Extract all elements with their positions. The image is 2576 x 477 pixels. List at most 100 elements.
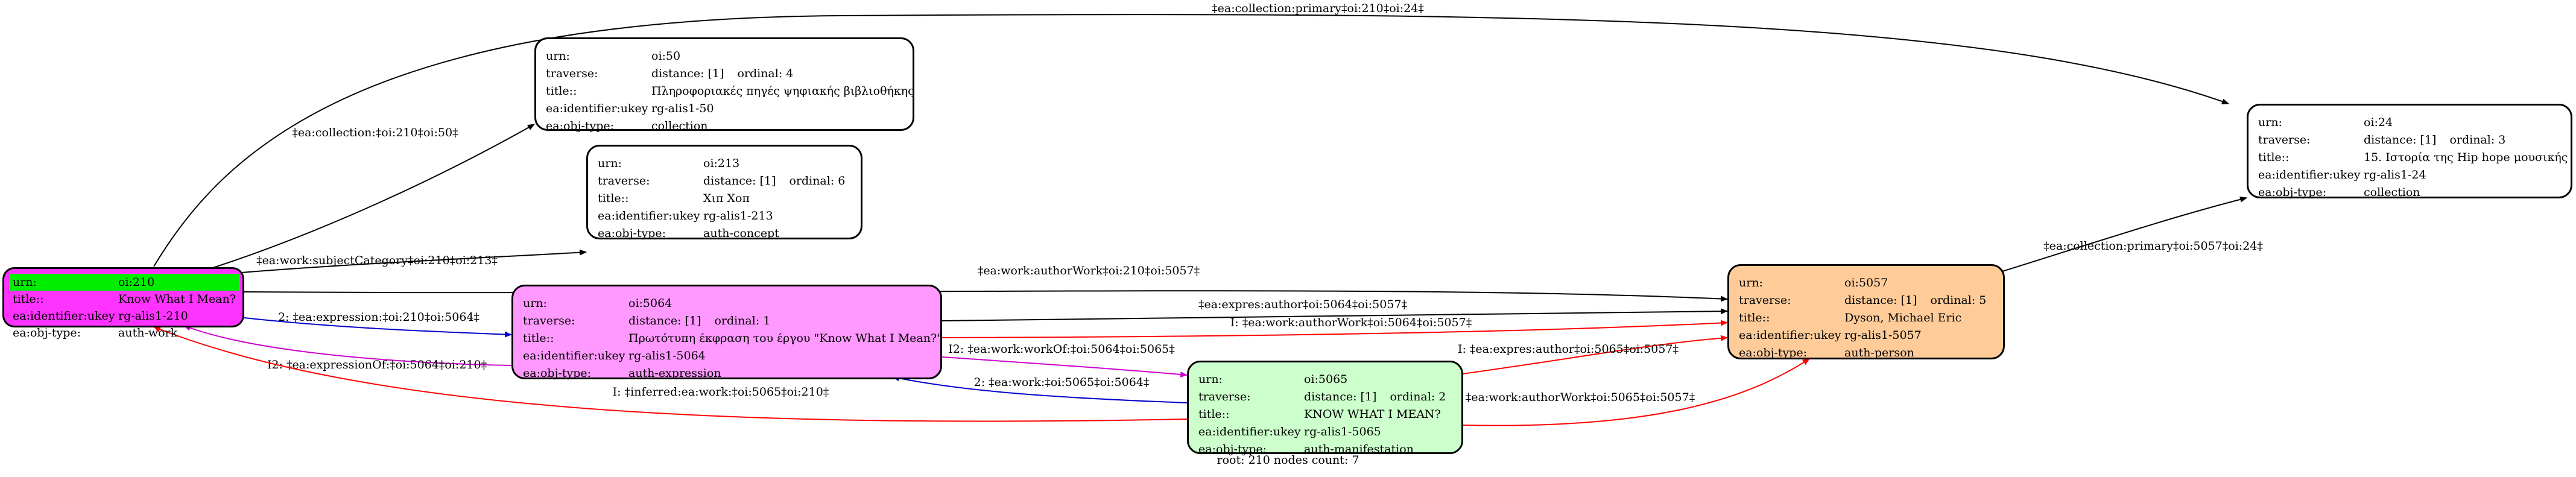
node-oi-50[interactable]: urn: oi:50 traverse: distance: [1]ordina… <box>534 37 914 133</box>
key-objtype: ea:obj-type: <box>1198 443 1267 456</box>
node-oi-5065-objtype-row: ea:obj-type: auth-manifestation <box>1198 441 1452 458</box>
value-distance: distance: [1] <box>703 174 776 188</box>
node-oi-24[interactable]: urn: oi:24 traverse: distance: [1]ordina… <box>2247 104 2572 201</box>
node-oi-5064[interactable]: urn: oi:5064 traverse: distance: [1]ordi… <box>511 285 942 380</box>
edge-e6: I2: ‡ea:expressionOf:‡oi:5064‡oi:210‡ <box>183 325 512 371</box>
node-oi-5065-title-row: title:: KNOW WHAT I MEAN? <box>1198 406 1452 423</box>
key-title: title:: <box>598 192 629 205</box>
key-urn: urn: <box>1198 373 1223 386</box>
key-urn: urn: <box>13 276 37 289</box>
key-identifier: ea:identifier:ukey <box>2258 168 2361 182</box>
value-identifier: rg-alis1-213 <box>703 209 773 223</box>
value-distance: distance: [1] <box>651 67 724 80</box>
value-title: Dyson, Michael Eric <box>1844 311 1962 324</box>
node-oi-210[interactable]: urn: oi:210 title:: Know What I Mean? ea… <box>2 267 244 340</box>
edge-e7-label: ‡ea:collection:primary‡oi:5057‡oi:24‡ <box>2043 239 2263 253</box>
value-urn: oi:213 <box>703 157 740 170</box>
value-title: 15. Ιστορία της Hip hope μουσικής <box>2364 151 2568 164</box>
node-oi-210-title-row: title:: Know What I Mean? <box>13 291 236 308</box>
graph-footer: root: 210 nodes count: 7 <box>1217 453 1359 467</box>
node-oi-213-identifier-row: ea:identifier:ukey rg-alis1-213 <box>598 207 851 225</box>
node-oi-24-objtype-row: ea:obj-type: collection <box>2258 184 2561 201</box>
key-traverse: traverse: <box>1739 294 1791 307</box>
node-oi-5064-identifier-row: ea:identifier:ukey rg-alis1-5064 <box>523 347 931 365</box>
value-title: Πληροφοριακές πηγές ψηφιακής βιβλιοθήκης <box>651 84 914 98</box>
edge-e4-label: ‡ea:work:authorWork‡oi:210‡oi:5057‡ <box>978 264 1200 277</box>
node-oi-5057[interactable]: urn: oi:5057 traverse: distance: [1]ordi… <box>1727 264 2005 359</box>
key-traverse: traverse: <box>598 174 650 188</box>
key-identifier: ea:identifier:ukey <box>598 209 700 223</box>
value-urn: oi:50 <box>651 49 681 63</box>
value-traverse: distance: [1]ordinal: 4 <box>651 65 793 83</box>
value-distance: distance: [1] <box>628 314 701 327</box>
value-identifier: rg-alis1-5057 <box>1844 329 1922 342</box>
value-distance: distance: [1] <box>1844 294 1917 307</box>
node-oi-5064-urn-row: urn: oi:5064 <box>523 295 931 312</box>
edge-e13-line <box>1462 335 1728 374</box>
value-ordinal: ordinal: 6 <box>789 174 846 188</box>
value-ordinal: ordinal: 2 <box>1390 390 1446 403</box>
edge-e3: ‡ea:work:subjectCategory‡oi:210‡oi:213‡ <box>241 249 587 273</box>
key-title: title:: <box>523 332 554 345</box>
value-objtype: auth-concept <box>703 227 779 240</box>
value-objtype: collection <box>2364 186 2420 199</box>
edge-e9: I: ‡ea:work:authorWork‡oi:5064‡oi:5057‡ <box>941 316 1728 338</box>
node-oi-210-identifier-row: ea:identifier:ukey rg-alis1-210 <box>13 308 236 324</box>
value-identifier: rg-alis1-5065 <box>1304 425 1381 438</box>
edge-e7-line <box>2002 196 2247 272</box>
node-oi-5065[interactable]: urn: oi:5065 traverse: distance: [1]ordi… <box>1187 361 1463 456</box>
node-oi-5065-traverse-row: traverse: distance: [1]ordinal: 2 <box>1198 388 1452 406</box>
value-traverse: distance: [1] ordinal: 3 <box>2364 131 2505 149</box>
node-oi-5057-objtype-row: ea:obj-type: auth-person <box>1739 344 1993 362</box>
edge-e9-label: I: ‡ea:work:authorWork‡oi:5064‡oi:5057‡ <box>1230 316 1472 329</box>
key-identifier: ea:identifier:ukey <box>1739 329 1841 342</box>
value-ordinal: ordinal: 3 <box>2449 133 2506 147</box>
key-title: title:: <box>546 84 577 98</box>
node-oi-50-title-row: title:: Πληροφοριακές πηγές ψηφιακής βιβ… <box>546 83 914 100</box>
node-oi-50-traverse-row: traverse: distance: [1]ordinal: 4 <box>546 65 903 83</box>
key-objtype: ea:obj-type: <box>2258 186 2327 199</box>
node-oi-5065-identifier-row: ea:identifier:ukey rg-alis1-5065 <box>1198 423 1452 441</box>
edge-e11: 2: ‡ea:work:‡oi:5065‡oi:5064‡ <box>892 375 1188 403</box>
key-urn: urn: <box>546 49 570 63</box>
node-oi-5064-title-row: title:: Πρωτότυπη έκφραση του έργου "Kno… <box>523 330 942 347</box>
key-identifier: ea:identifier:ukey <box>1198 425 1301 438</box>
edge-e1-label: ‡ea:collection:primary‡oi:210‡oi:24‡ <box>1212 2 1424 15</box>
key-title: title:: <box>1739 311 1770 324</box>
node-oi-213-title-row: title:: Χιπ Χοπ <box>598 190 851 207</box>
edge-e7: ‡ea:collection:primary‡oi:5057‡oi:24‡ <box>2002 196 2263 272</box>
key-urn: urn: <box>2258 116 2282 129</box>
key-identifier: ea:identifier:ukey <box>546 102 648 115</box>
edge-e9-line <box>941 320 1728 338</box>
key-identifier: ea:identifier:ukey <box>13 309 115 323</box>
edge-e2: ‡ea:collection:‡oi:210‡oi:50‡ <box>210 124 535 269</box>
node-oi-213-urn-row: urn: oi:213 <box>598 155 851 172</box>
value-traverse: distance: [1]ordinal: 1 <box>628 312 770 330</box>
value-urn: oi:5065 <box>1304 373 1348 386</box>
node-oi-50-urn-row: urn: oi:50 <box>546 48 903 65</box>
edge-e13-label: I: ‡ea:expres:author‡oi:5065‡oi:5057‡ <box>1458 343 1679 356</box>
value-traverse: distance: [1] ordinal: 6 <box>703 172 845 190</box>
edge-e12-label: I: ‡inferred:ea:work:‡oi:5065‡oi:210‡ <box>613 385 829 399</box>
value-objtype: collection <box>651 119 708 133</box>
key-title: title:: <box>13 292 44 306</box>
edge-e5-label: 2: ‡ea:expression:‡oi:210‡oi:5064‡ <box>278 311 479 324</box>
edge-e3-label: ‡ea:work:subjectCategory‡oi:210‡oi:213‡ <box>256 254 498 267</box>
edge-e5: 2: ‡ea:expression:‡oi:210‡oi:5064‡ <box>244 311 512 338</box>
node-oi-5057-identifier-row: ea:identifier:ukey rg-alis1-5057 <box>1739 327 1993 344</box>
node-oi-213[interactable]: urn: oi:213 traverse: distance: [1] ordin… <box>586 145 862 240</box>
node-oi-5057-traverse-row: traverse: distance: [1]ordinal: 5 <box>1739 292 1993 309</box>
edge-e10-line <box>941 356 1188 377</box>
key-urn: urn: <box>1739 276 1763 289</box>
edge-e1-line <box>153 14 2229 267</box>
key-objtype: ea:obj-type: <box>546 119 615 133</box>
edge-e3-line <box>241 249 587 273</box>
value-distance: distance: [1] <box>2364 133 2437 147</box>
value-identifier: rg-alis1-24 <box>2364 168 2426 182</box>
node-oi-5057-title-row: title:: Dyson, Michael Eric <box>1739 309 1993 327</box>
key-urn: urn: <box>523 297 547 310</box>
edge-e4: ‡ea:work:authorWork‡oi:210‡oi:5057‡ <box>244 264 1728 302</box>
edge-e8-label: ‡ea:expres:author‡oi:5064‡oi:5057‡ <box>1198 298 1407 311</box>
value-objtype: auth-expression <box>628 367 721 380</box>
